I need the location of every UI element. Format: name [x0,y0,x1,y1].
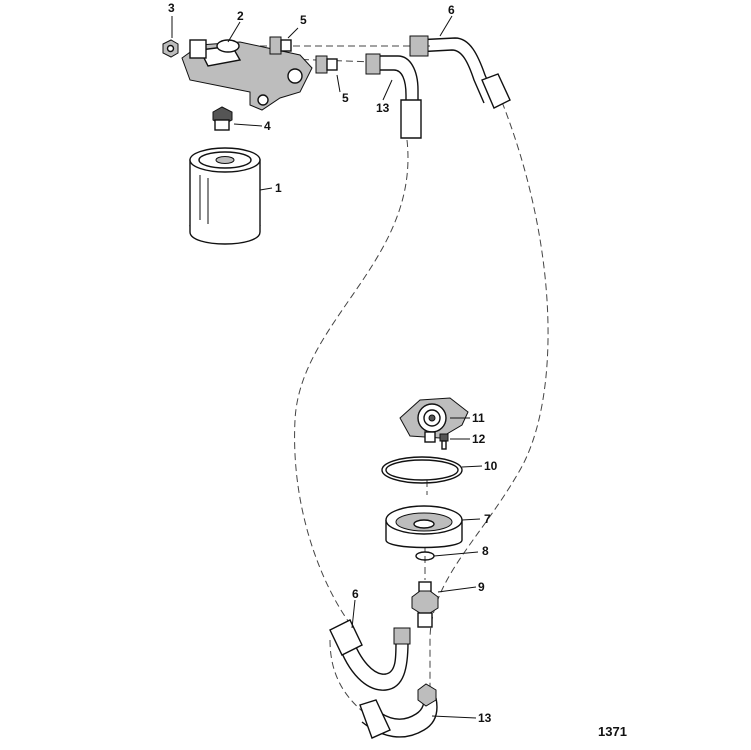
callout-12: 12 [472,432,486,446]
fuel-hose-upper [409,35,511,109]
callout-5-lower: 5 [342,91,349,105]
hose-route-lines [238,45,549,726]
callout-6-lower: 6 [352,587,359,601]
fitting-upper [269,36,292,55]
fuel-hose-lower [329,619,411,691]
callout-13-lower: 13 [478,711,492,725]
callout-13-upper: 13 [376,101,390,115]
callout-7: 7 [484,512,491,526]
adapter-housing [399,397,469,443]
fitting-lower [315,55,338,74]
callout-4: 4 [264,119,271,133]
filter-head-bracket [181,39,313,111]
callout-11: 11 [472,411,485,425]
callout-3: 3 [168,1,175,15]
callout-5-upper: 5 [300,13,307,27]
callout-6-upper: 6 [448,3,455,17]
leader-lines [171,15,483,719]
callout-10: 10 [484,459,498,473]
sealing-ring [381,456,463,484]
callout-9: 9 [478,580,485,594]
callout-2: 2 [237,9,244,23]
callout-labels: 1 2 3 4 5 5 6 6 7 8 9 10 11 12 13 13 137… [168,1,627,739]
fuel-hose-13-upper [365,53,422,139]
fuel-hose-13-lower [359,683,438,739]
fuel-filter-canister [189,147,261,245]
figure-number: 1371 [598,724,627,739]
callout-8: 8 [482,544,489,558]
filter-base [385,505,463,549]
plug [162,39,179,58]
nipple-fitting [212,106,233,131]
callout-1: 1 [275,181,282,195]
adapter-fitting [411,581,439,628]
screw [439,433,449,450]
